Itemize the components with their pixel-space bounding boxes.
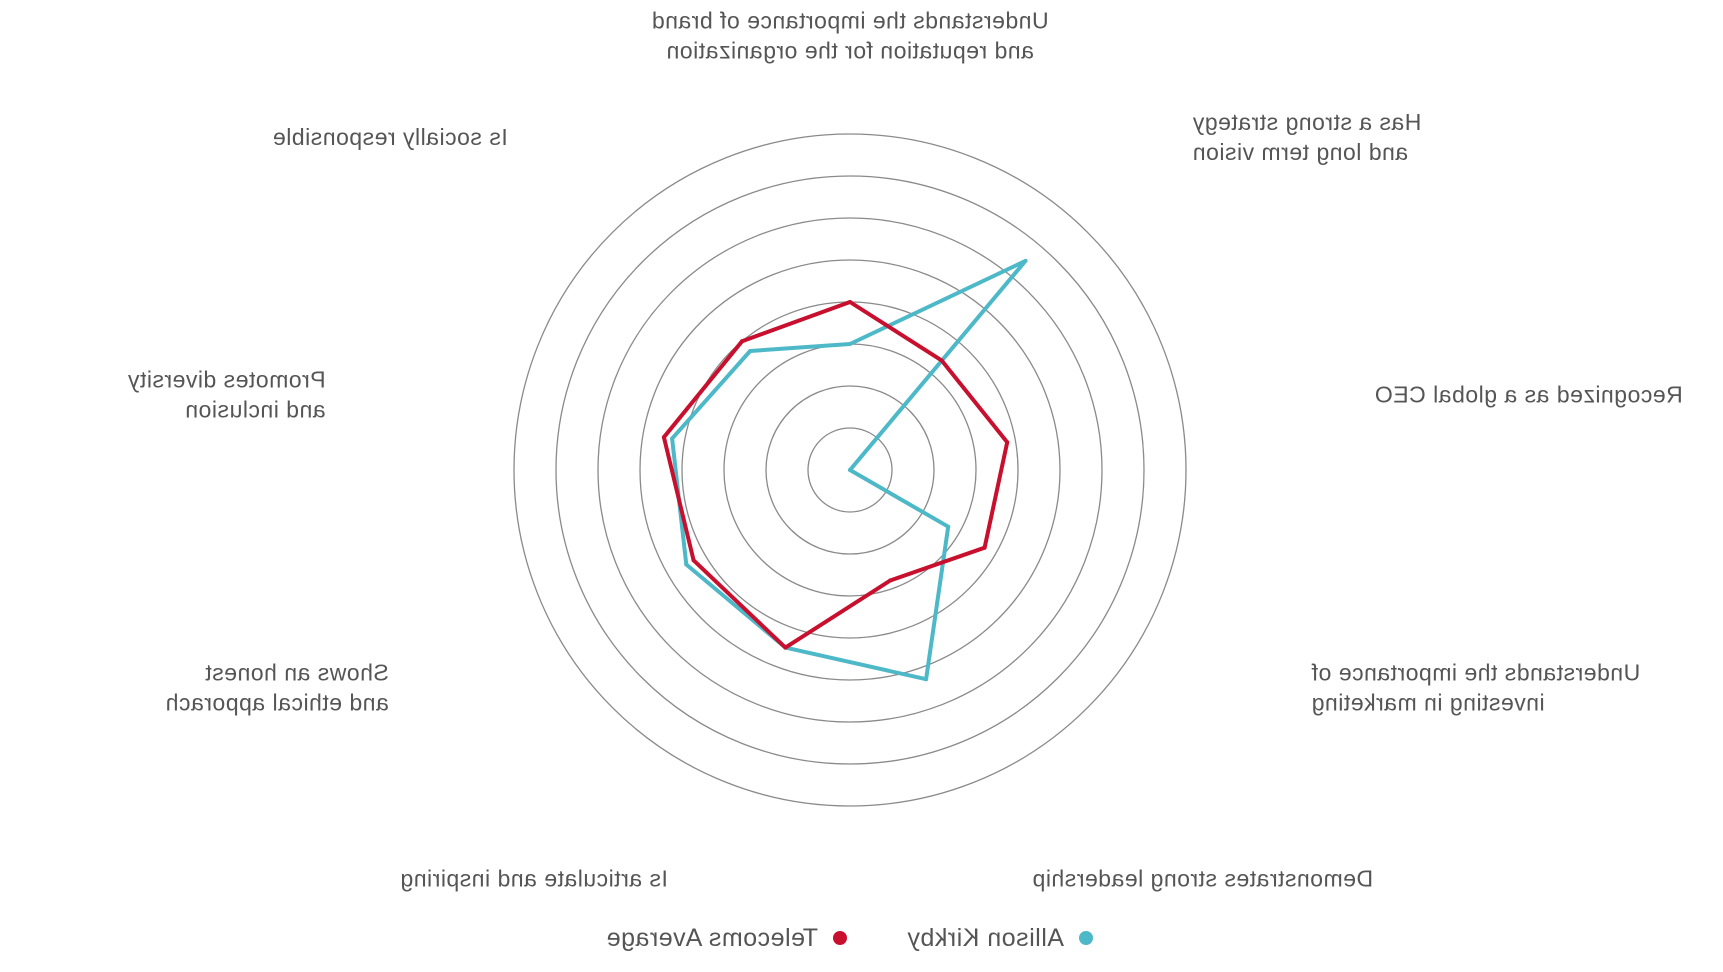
legend-label-0: Allison Kirkby (907, 924, 1064, 952)
legend-marker-1 (833, 931, 847, 945)
legend: Allison Kirkby Telecoms Average (606, 924, 1093, 952)
axis-label-line: investing in marketing (1311, 689, 1544, 715)
axis-label-line: and ethical apporach (165, 689, 389, 715)
axis-label: Understands the importance of investing i… (1311, 659, 1640, 715)
series-line-1 (661, 300, 1010, 650)
series-point (783, 645, 788, 650)
grid-ring (597, 217, 1103, 723)
series-point (848, 468, 852, 472)
series-point (670, 436, 675, 441)
axis-label-line: Demonstrates strong leadership (1032, 865, 1373, 891)
series-point (684, 562, 689, 567)
axis-label: Promotes diversity and inclusion (127, 367, 325, 423)
series-point (924, 677, 929, 682)
series-point (748, 349, 753, 353)
axis-label-line: Is socially responsible (272, 124, 507, 150)
series-point (1023, 258, 1028, 263)
axis-label-line: and long term vision (1192, 139, 1408, 165)
axis-labels-group: Understands the importance of brand and r… (127, 8, 1682, 892)
axis-label-line: Recognized as a global CEO (1374, 382, 1682, 408)
grid-ring (807, 427, 893, 513)
series-point (888, 578, 893, 583)
mirrored-chart-group: Understands the importance of brand and r… (127, 8, 1682, 953)
radar-series-group (661, 258, 1028, 682)
axis-label-line: Promotes diversity (127, 367, 325, 393)
axis-label: Is articulate and inspiring (400, 865, 668, 891)
series-line-0 (670, 258, 1028, 682)
axis-label-line: Is articulate and inspiring (400, 865, 668, 891)
grid-ring (513, 133, 1187, 807)
legend-marker-0 (1079, 931, 1093, 945)
radar-grid (513, 133, 1187, 807)
axis-label: Recognized as a global CEO (1374, 382, 1682, 408)
axis-label-line: and reputation for the organization (666, 38, 1034, 64)
series-point (740, 339, 744, 344)
axis-label: Demonstrates strong leadership (1032, 865, 1373, 891)
axis-label-line: Shows an honest (205, 659, 389, 685)
axis-label: Understands the importance of brand and r… (651, 8, 1048, 64)
axis-label-line: Understands the importance of brand (651, 8, 1048, 34)
axis-label-line: Understands the importance of (1311, 659, 1640, 685)
series-point (946, 524, 951, 529)
series-point (939, 358, 944, 363)
axis-label-line: Has a strong strategy (1192, 109, 1421, 135)
series-point (848, 342, 852, 346)
grid-ring (765, 385, 935, 555)
axis-label-line: and inclusion (185, 397, 326, 423)
series-point (982, 545, 987, 550)
axis-label: Is socially responsible (272, 124, 507, 150)
legend-label-1: Telecoms Average (606, 924, 818, 952)
grid-ring (555, 175, 1145, 765)
axis-label: Has a strong strategy and long term visio… (1192, 109, 1421, 165)
series-point (661, 435, 666, 440)
series-point (848, 300, 852, 304)
series-point (1005, 440, 1010, 445)
grid-ring (639, 259, 1061, 681)
axis-label: Shows an honest and ethical apporach (165, 659, 389, 715)
series-point (691, 558, 696, 563)
